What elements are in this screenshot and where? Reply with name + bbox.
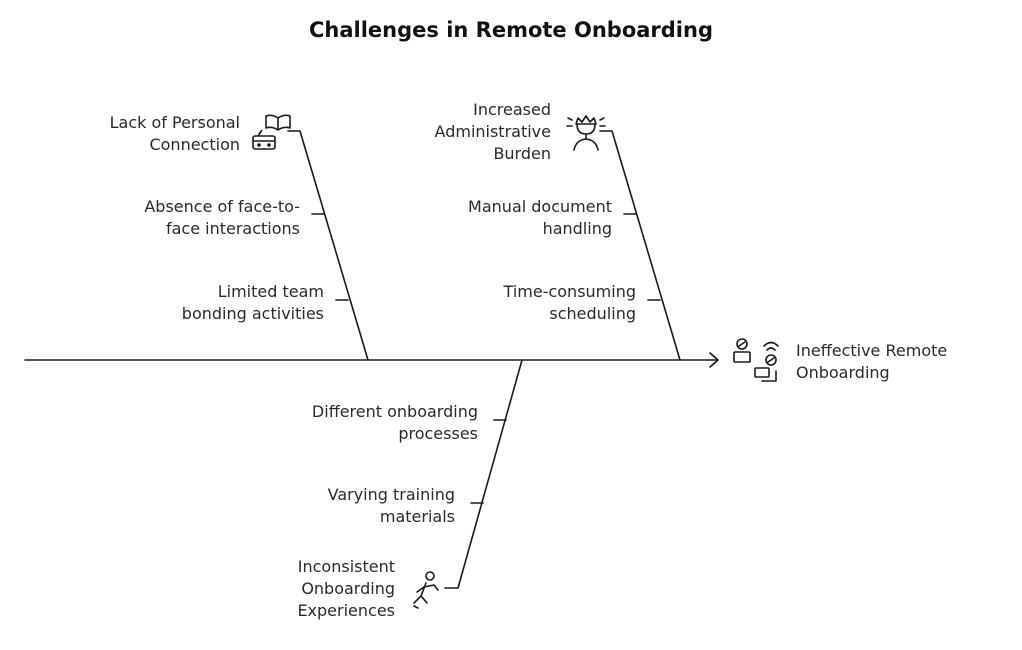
category-label-line: Inconsistent [297, 557, 395, 576]
cause-label-training-materials: Varying training materials [328, 484, 455, 528]
category-label-line: Lack of Personal [109, 113, 240, 132]
effect-label-line: Ineffective Remote [796, 341, 948, 360]
cause-label-line: Time-consuming [503, 282, 636, 301]
cause-label-line: Manual document [468, 197, 612, 216]
category-label-personal-connection: Lack of Personal Connection [110, 112, 240, 156]
category-label-line: Connection [149, 135, 240, 154]
cause-label-line: processes [398, 424, 478, 443]
cause-label-different-processes: Different onboarding processes [312, 401, 478, 445]
category-label-administrative-burden: Increased Administrative Burden [435, 99, 551, 165]
bone-personal-connection [287, 130, 369, 361]
cause-label-line: Varying training [327, 485, 455, 504]
category-label-line: Onboarding [301, 579, 395, 598]
cause-label-team-bonding: Limited team bonding activities [182, 281, 324, 325]
book-and-device-icon [252, 114, 291, 150]
cause-label-line: handling [542, 219, 612, 238]
cause-label-line: Absence of face-to- [144, 197, 300, 216]
running-person-icon [413, 571, 439, 609]
remote-workers-icon [733, 338, 779, 382]
category-label-line: Burden [493, 144, 551, 163]
bone-administrative-burden [599, 130, 681, 361]
cause-label-line: materials [379, 507, 455, 526]
spine-arrowhead [709, 352, 719, 368]
cause-label-line: Different onboarding [311, 402, 478, 421]
cause-label-line: face interactions [165, 219, 300, 238]
category-label-line: Increased [473, 100, 551, 119]
cause-label-line: Limited team [217, 282, 324, 301]
category-label-line: Administrative [434, 122, 551, 141]
category-label-inconsistent-experiences: Inconsistent Onboarding Experiences [297, 556, 395, 622]
category-label-line: Experiences [297, 601, 395, 620]
cause-label-line: bonding activities [181, 304, 324, 323]
effect-label: Ineffective Remote Onboarding [796, 340, 947, 384]
cause-label-manual-document: Manual document handling [468, 196, 612, 240]
cause-label-line: scheduling [549, 304, 636, 323]
bone-inconsistent-experiences [444, 359, 523, 589]
effect-label-line: Onboarding [796, 363, 890, 382]
cause-label-face-to-face: Absence of face-to- face interactions [144, 196, 300, 240]
stressed-person-icon [566, 115, 606, 151]
cause-label-scheduling: Time-consuming scheduling [504, 281, 636, 325]
diagram-title: Challenges in Remote Onboarding [309, 18, 713, 42]
